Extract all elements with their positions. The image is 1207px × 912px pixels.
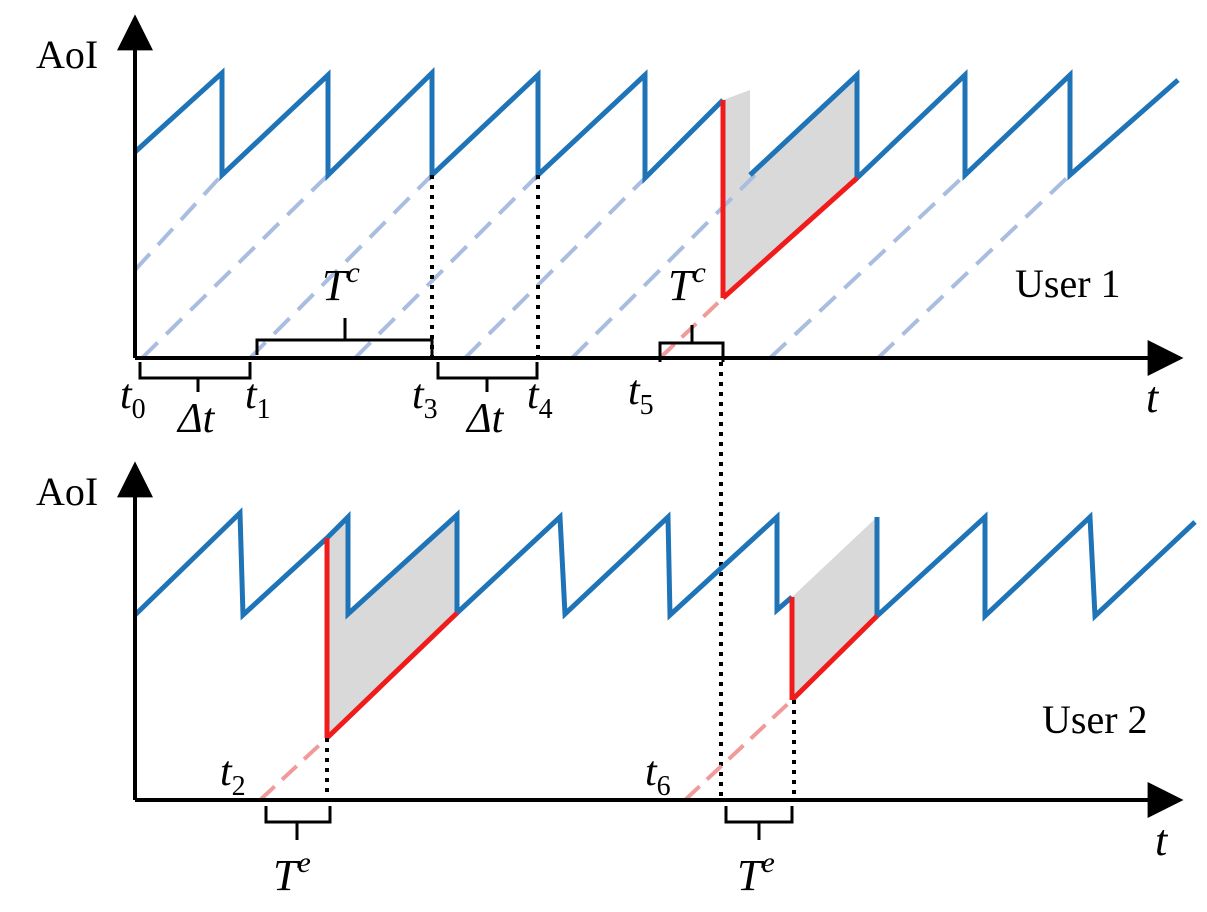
user2-panel: AoI t User 2 Te Te t2 t6 <box>36 461 1197 900</box>
user1-tc-label-2: T <box>668 261 696 310</box>
user1-dotted-markers <box>430 175 540 358</box>
user2-red-age-2 <box>790 614 879 702</box>
user2-penalty-area-1 <box>327 515 457 738</box>
svg-text:Te: Te <box>273 846 311 900</box>
user1-t5-label: t5 <box>628 368 654 421</box>
user2-red-dashed-age-2 <box>683 698 794 802</box>
user1-aoi-sawtooth <box>133 67 725 185</box>
user2-y-label: AoI <box>36 469 98 514</box>
user1-brace-tc2 <box>658 325 725 362</box>
user1-panel: AoI t User 1 Tc Tc Δt Δt t0 t1 t3 t4 t5 <box>36 14 1184 442</box>
user1-t4-label: t4 <box>527 372 553 425</box>
svg-text:Te: Te <box>737 846 775 900</box>
user2-t6-label: t6 <box>645 749 671 802</box>
user1-penalty-area <box>723 75 857 298</box>
user1-t3-label: t3 <box>412 372 438 425</box>
user1-delta-label-2: Δt <box>465 396 505 442</box>
user1-label: User 1 <box>1015 261 1121 306</box>
user2-brace-te2 <box>724 806 794 840</box>
user2-te-label-2: T <box>737 851 765 900</box>
user1-x-label: t <box>1146 373 1160 422</box>
user2-aoi-sawtooth <box>133 507 329 621</box>
user1-y-label: AoI <box>36 32 98 77</box>
user1-delta-label-1: Δt <box>176 396 216 442</box>
user1-tc-label-1: T <box>322 261 350 310</box>
user2-brace-te1 <box>264 806 332 840</box>
svg-text:Tc: Tc <box>322 256 360 310</box>
user2-red-dashed-age-1 <box>258 736 329 802</box>
user1-brace-delta2 <box>436 362 539 392</box>
user1-t1-label: t1 <box>245 372 271 425</box>
user1-t0-label: t0 <box>120 372 146 425</box>
user2-x-label: t <box>1155 816 1169 865</box>
user1-red-age <box>721 176 859 300</box>
user2-penalty-area-2 <box>792 517 877 700</box>
user2-red-age-1 <box>325 611 459 740</box>
user2-label: User 2 <box>1042 697 1148 742</box>
svg-text:Tc: Tc <box>668 256 706 310</box>
user1-dashed-age-lines <box>133 173 1072 360</box>
user1-brace-delta1 <box>138 362 252 392</box>
user2-t2-label: t2 <box>220 749 246 802</box>
user2-te-label-1: T <box>273 851 301 900</box>
user1-brace-tc1 <box>255 318 434 355</box>
